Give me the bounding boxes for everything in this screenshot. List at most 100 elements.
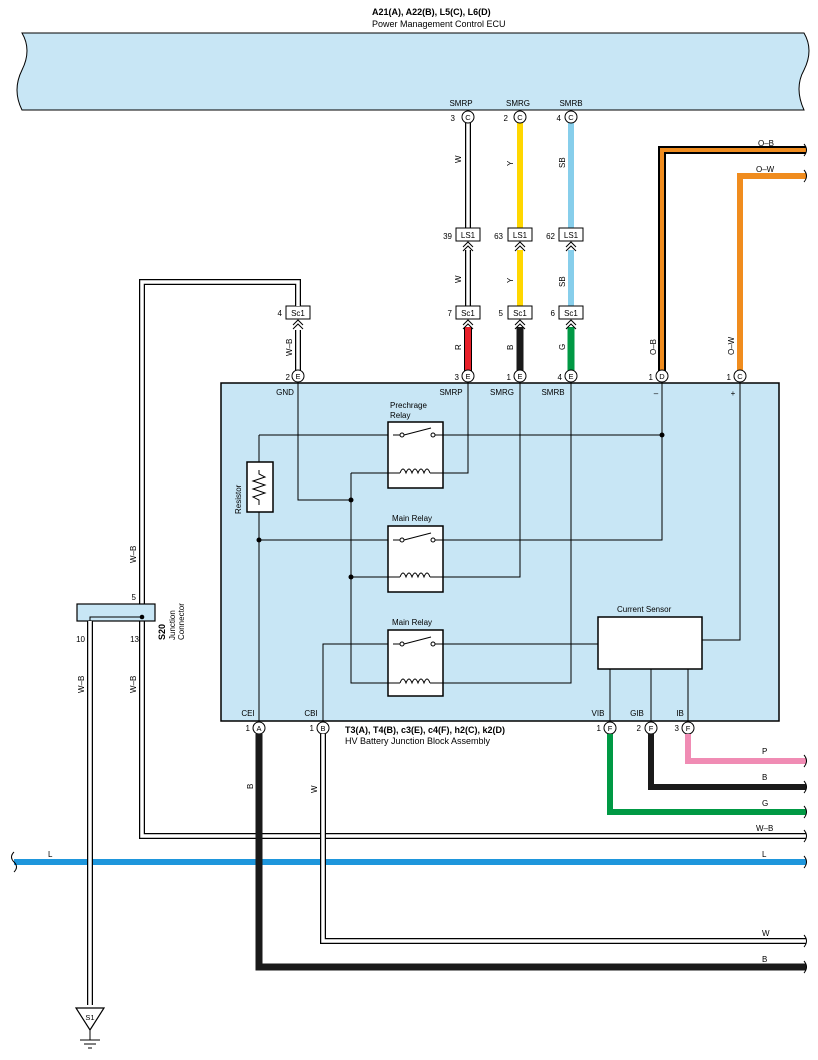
wire-label-smrb-low: G xyxy=(558,344,567,350)
p-wire xyxy=(685,734,806,764)
block-pin-smrb: 4 E SMRB xyxy=(541,369,578,397)
ecu-pin-smrp: SMRP 3 C xyxy=(449,99,475,124)
svg-text:Main Relay: Main Relay xyxy=(392,618,432,627)
svg-text:GIB: GIB xyxy=(630,709,644,718)
svg-text:6: 6 xyxy=(551,309,556,318)
svg-text:Sc1: Sc1 xyxy=(291,309,305,318)
svg-text:7: 7 xyxy=(448,309,453,318)
ecu-panel xyxy=(16,32,810,111)
svg-text:3: 3 xyxy=(451,114,456,123)
ls1-connector-smrp: 39 LS1 xyxy=(443,227,481,252)
junction-dot xyxy=(348,497,354,503)
svg-text:LS1: LS1 xyxy=(461,231,476,240)
ecu-code: A21(A), A22(B), L5(C), L6(D) xyxy=(372,7,491,17)
wire-label-b-bottom: B xyxy=(762,955,767,964)
svg-text:1: 1 xyxy=(727,373,732,382)
b-wire-gib xyxy=(648,734,806,790)
svg-text:4: 4 xyxy=(558,373,563,382)
wire-label-c-pin: O–W xyxy=(727,336,736,355)
svg-text:C: C xyxy=(737,372,743,381)
svg-text:Prechrage: Prechrage xyxy=(390,401,427,410)
svg-text:63: 63 xyxy=(494,232,503,241)
svg-text:E: E xyxy=(568,372,573,381)
wire-label-smrg-top: Y xyxy=(506,160,515,166)
svg-text:C: C xyxy=(568,113,574,122)
wire-label-smrg-mid: Y xyxy=(506,277,515,283)
block-pin-minus: 1 D – xyxy=(649,369,669,398)
svg-text:10: 10 xyxy=(76,635,85,644)
sc1-connector-smrg: 5 Sc1 xyxy=(499,305,533,330)
wire-label-smrp-low: R xyxy=(454,344,463,350)
svg-text:VIB: VIB xyxy=(592,709,605,718)
wire-label-smrb-top: SB xyxy=(558,157,567,168)
svg-text:F: F xyxy=(649,724,654,733)
svg-text:S20: S20 xyxy=(157,624,167,640)
svg-text:F: F xyxy=(608,724,613,733)
svg-text:SMRB: SMRB xyxy=(541,388,564,397)
svg-text:SMRB: SMRB xyxy=(559,99,582,108)
svg-text:F: F xyxy=(686,724,691,733)
g-wire xyxy=(607,734,806,815)
svg-text:E: E xyxy=(465,372,470,381)
svg-text:Junction: Junction xyxy=(168,610,177,640)
wire-label-ow-right: O–W xyxy=(756,165,775,174)
junction-dot xyxy=(256,537,262,543)
wire-label-d-pin: O–B xyxy=(649,339,658,355)
svg-text:1: 1 xyxy=(597,724,602,733)
block-code: T3(A), T4(B), c3(E), c4(F), h2(C), k2(D) xyxy=(345,725,505,735)
ecu-pin-smrb: SMRB 4 C xyxy=(557,99,583,124)
svg-text:Sc1: Sc1 xyxy=(513,309,527,318)
wire-label-smrb-mid: SB xyxy=(558,276,567,287)
wire-label-wb-lower-a: W–B xyxy=(77,676,86,693)
svg-text:5: 5 xyxy=(499,309,504,318)
svg-text:SMRG: SMRG xyxy=(506,99,530,108)
junction-block-panel xyxy=(220,382,780,722)
sc1-connector-smrb: 6 Sc1 xyxy=(551,305,584,330)
svg-text:S1: S1 xyxy=(85,1013,94,1022)
block-pin-smrg: 1 E SMRG xyxy=(490,369,527,397)
wire-label-gnd: W–B xyxy=(285,339,294,356)
ow-wire xyxy=(737,173,806,372)
svg-text:2: 2 xyxy=(504,114,509,123)
wire-label-wb-right: W–B xyxy=(756,824,773,833)
wire-label-smrp-mid: W xyxy=(454,275,463,283)
svg-text:CEI: CEI xyxy=(241,709,254,718)
wire-break-marks xyxy=(803,754,807,974)
main-relay-1: Main Relay xyxy=(387,514,444,593)
svg-text:1: 1 xyxy=(507,373,512,382)
junction-dot xyxy=(659,432,665,438)
sc1-connector-smrp: 7 Sc1 xyxy=(448,305,481,330)
block-pin-plus: 1 C + xyxy=(727,369,747,398)
wire-label-l-left: L xyxy=(48,850,53,859)
current-sensor: Current Sensor xyxy=(597,605,703,670)
svg-text:SMRP: SMRP xyxy=(449,99,472,108)
wire-label-w-bottom: W xyxy=(762,929,770,938)
svg-text:62: 62 xyxy=(546,232,555,241)
wb-long-wire xyxy=(139,621,806,839)
svg-text:4: 4 xyxy=(557,114,562,123)
ecu-pin-smrg: SMRG 2 C xyxy=(504,99,530,124)
svg-text:Sc1: Sc1 xyxy=(564,309,578,318)
b-wire-cei xyxy=(255,734,806,971)
ls1-connector-smrb: 62 LS1 xyxy=(546,227,584,252)
main-relay-2: Main Relay xyxy=(387,618,444,697)
svg-text:1: 1 xyxy=(649,373,654,382)
wire-label-smrp-top: W xyxy=(454,155,463,163)
wire-label-cei: B xyxy=(246,784,255,789)
ground-s1: S1 xyxy=(74,1007,106,1049)
svg-text:+: + xyxy=(731,389,736,398)
wire-label-b: B xyxy=(762,773,767,782)
ls1-connector-smrg: 63 LS1 xyxy=(494,227,533,252)
svg-text:4: 4 xyxy=(278,309,283,318)
svg-text:Main Relay: Main Relay xyxy=(392,514,432,523)
block-pin-vib: VIB 1 F xyxy=(592,709,617,735)
svg-text:SMRG: SMRG xyxy=(490,388,514,397)
svg-text:E: E xyxy=(517,372,522,381)
svg-text:Resistor: Resistor xyxy=(234,484,243,514)
wire-label-wb-upper: W–B xyxy=(129,546,138,563)
svg-text:2: 2 xyxy=(637,724,642,733)
svg-text:5: 5 xyxy=(132,593,137,602)
svg-text:1: 1 xyxy=(310,724,315,733)
wire-label-wb-lower-b: W–B xyxy=(129,676,138,693)
